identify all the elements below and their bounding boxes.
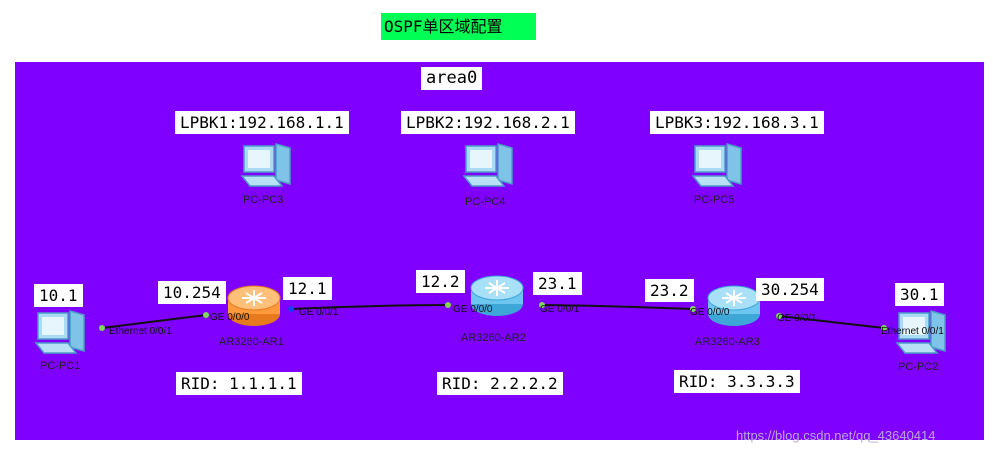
pc3-computer-icon[interactable] (240, 140, 294, 192)
pc1-computer-icon[interactable] (34, 307, 88, 359)
addr-pc1: 10.1 (34, 284, 83, 307)
ar2-router-icon[interactable] (469, 274, 525, 318)
addr-ar2-g1: 23.1 (533, 272, 582, 295)
port-label-ar3-ge1: GE 0/0/1 (777, 313, 817, 324)
rid-ar1: RID: 1.1.1.1 (176, 372, 302, 395)
pc1-label: PC-PC1 (40, 360, 81, 372)
link-ar2-ar3 (541, 304, 694, 310)
diagram-title: OSPF单区域配置 (381, 13, 536, 40)
ar3-router-icon[interactable] (706, 284, 762, 328)
addr-ar3-g0: 23.2 (645, 279, 694, 302)
pc2-label: PC-PC2 (898, 361, 939, 373)
port-dot-ar1-g1 (288, 306, 294, 312)
loopback-label-1: LPBK1:192.168.1.1 (175, 111, 349, 134)
addr-ar1-g1: 12.1 (283, 277, 332, 300)
addr-pc2: 30.1 (895, 283, 944, 306)
rid-ar2: RID: 2.2.2.2 (437, 372, 563, 395)
port-label-ar1-ge0: GE 0/0/0 (210, 312, 250, 323)
ar2-label: AR3260-AR2 (461, 332, 526, 344)
port-label-ar2-ge0: GE 0/0/0 (453, 304, 493, 315)
link-pc1-ar1 (101, 314, 207, 329)
port-label-ar2-ge1: GE 0/0/1 (540, 304, 580, 315)
port-label-pc1-eth: Ethernet 0/0/1 (109, 326, 172, 337)
watermark: https://blog.csdn.net/qq_43640414 (736, 428, 936, 443)
pc3-label: PC-PC3 (243, 194, 284, 206)
addr-ar2-g0: 12.2 (416, 270, 465, 293)
port-dot-pc1 (99, 325, 105, 331)
pc4-computer-icon[interactable] (462, 140, 516, 192)
port-dot-ar2-g1 (539, 302, 545, 308)
loopback-label-2: LPBK2:192.168.2.1 (401, 111, 575, 134)
addr-ar1-g0: 10.254 (158, 281, 226, 304)
port-dot-ar3-g1 (776, 313, 782, 319)
port-label-pc2-eth: Ethernet 0/0/1 (881, 326, 944, 337)
pc5-label: PC-PC5 (694, 194, 735, 206)
pc5-computer-icon[interactable] (691, 140, 745, 192)
port-dot-ar1-g0 (203, 312, 209, 318)
loopback-label-3: LPBK3:192.168.3.1 (650, 111, 824, 134)
pc4-label: PC-PC4 (465, 196, 506, 208)
port-dot-ar3-g0 (690, 306, 696, 312)
link-ar1-ar2 (290, 304, 449, 310)
area-label: area0 (421, 67, 483, 90)
port-label-ar1-ge1: GE 0/0/1 (299, 307, 339, 318)
addr-ar3-g1: 30.254 (756, 278, 824, 301)
ar3-label: AR3260-AR3 (695, 336, 760, 348)
link-ar3-pc2 (778, 315, 885, 329)
port-dot-ar2-g0 (445, 302, 451, 308)
pc2-computer-icon[interactable] (895, 307, 949, 359)
port-label-ar3-ge0: GE 0/0/0 (690, 307, 730, 318)
ar1-label: AR3260-AR1 (219, 336, 284, 348)
port-dot-pc2 (881, 325, 887, 331)
rid-ar3: RID: 3.3.3.3 (674, 370, 800, 393)
ar1-router-icon[interactable] (226, 284, 282, 328)
